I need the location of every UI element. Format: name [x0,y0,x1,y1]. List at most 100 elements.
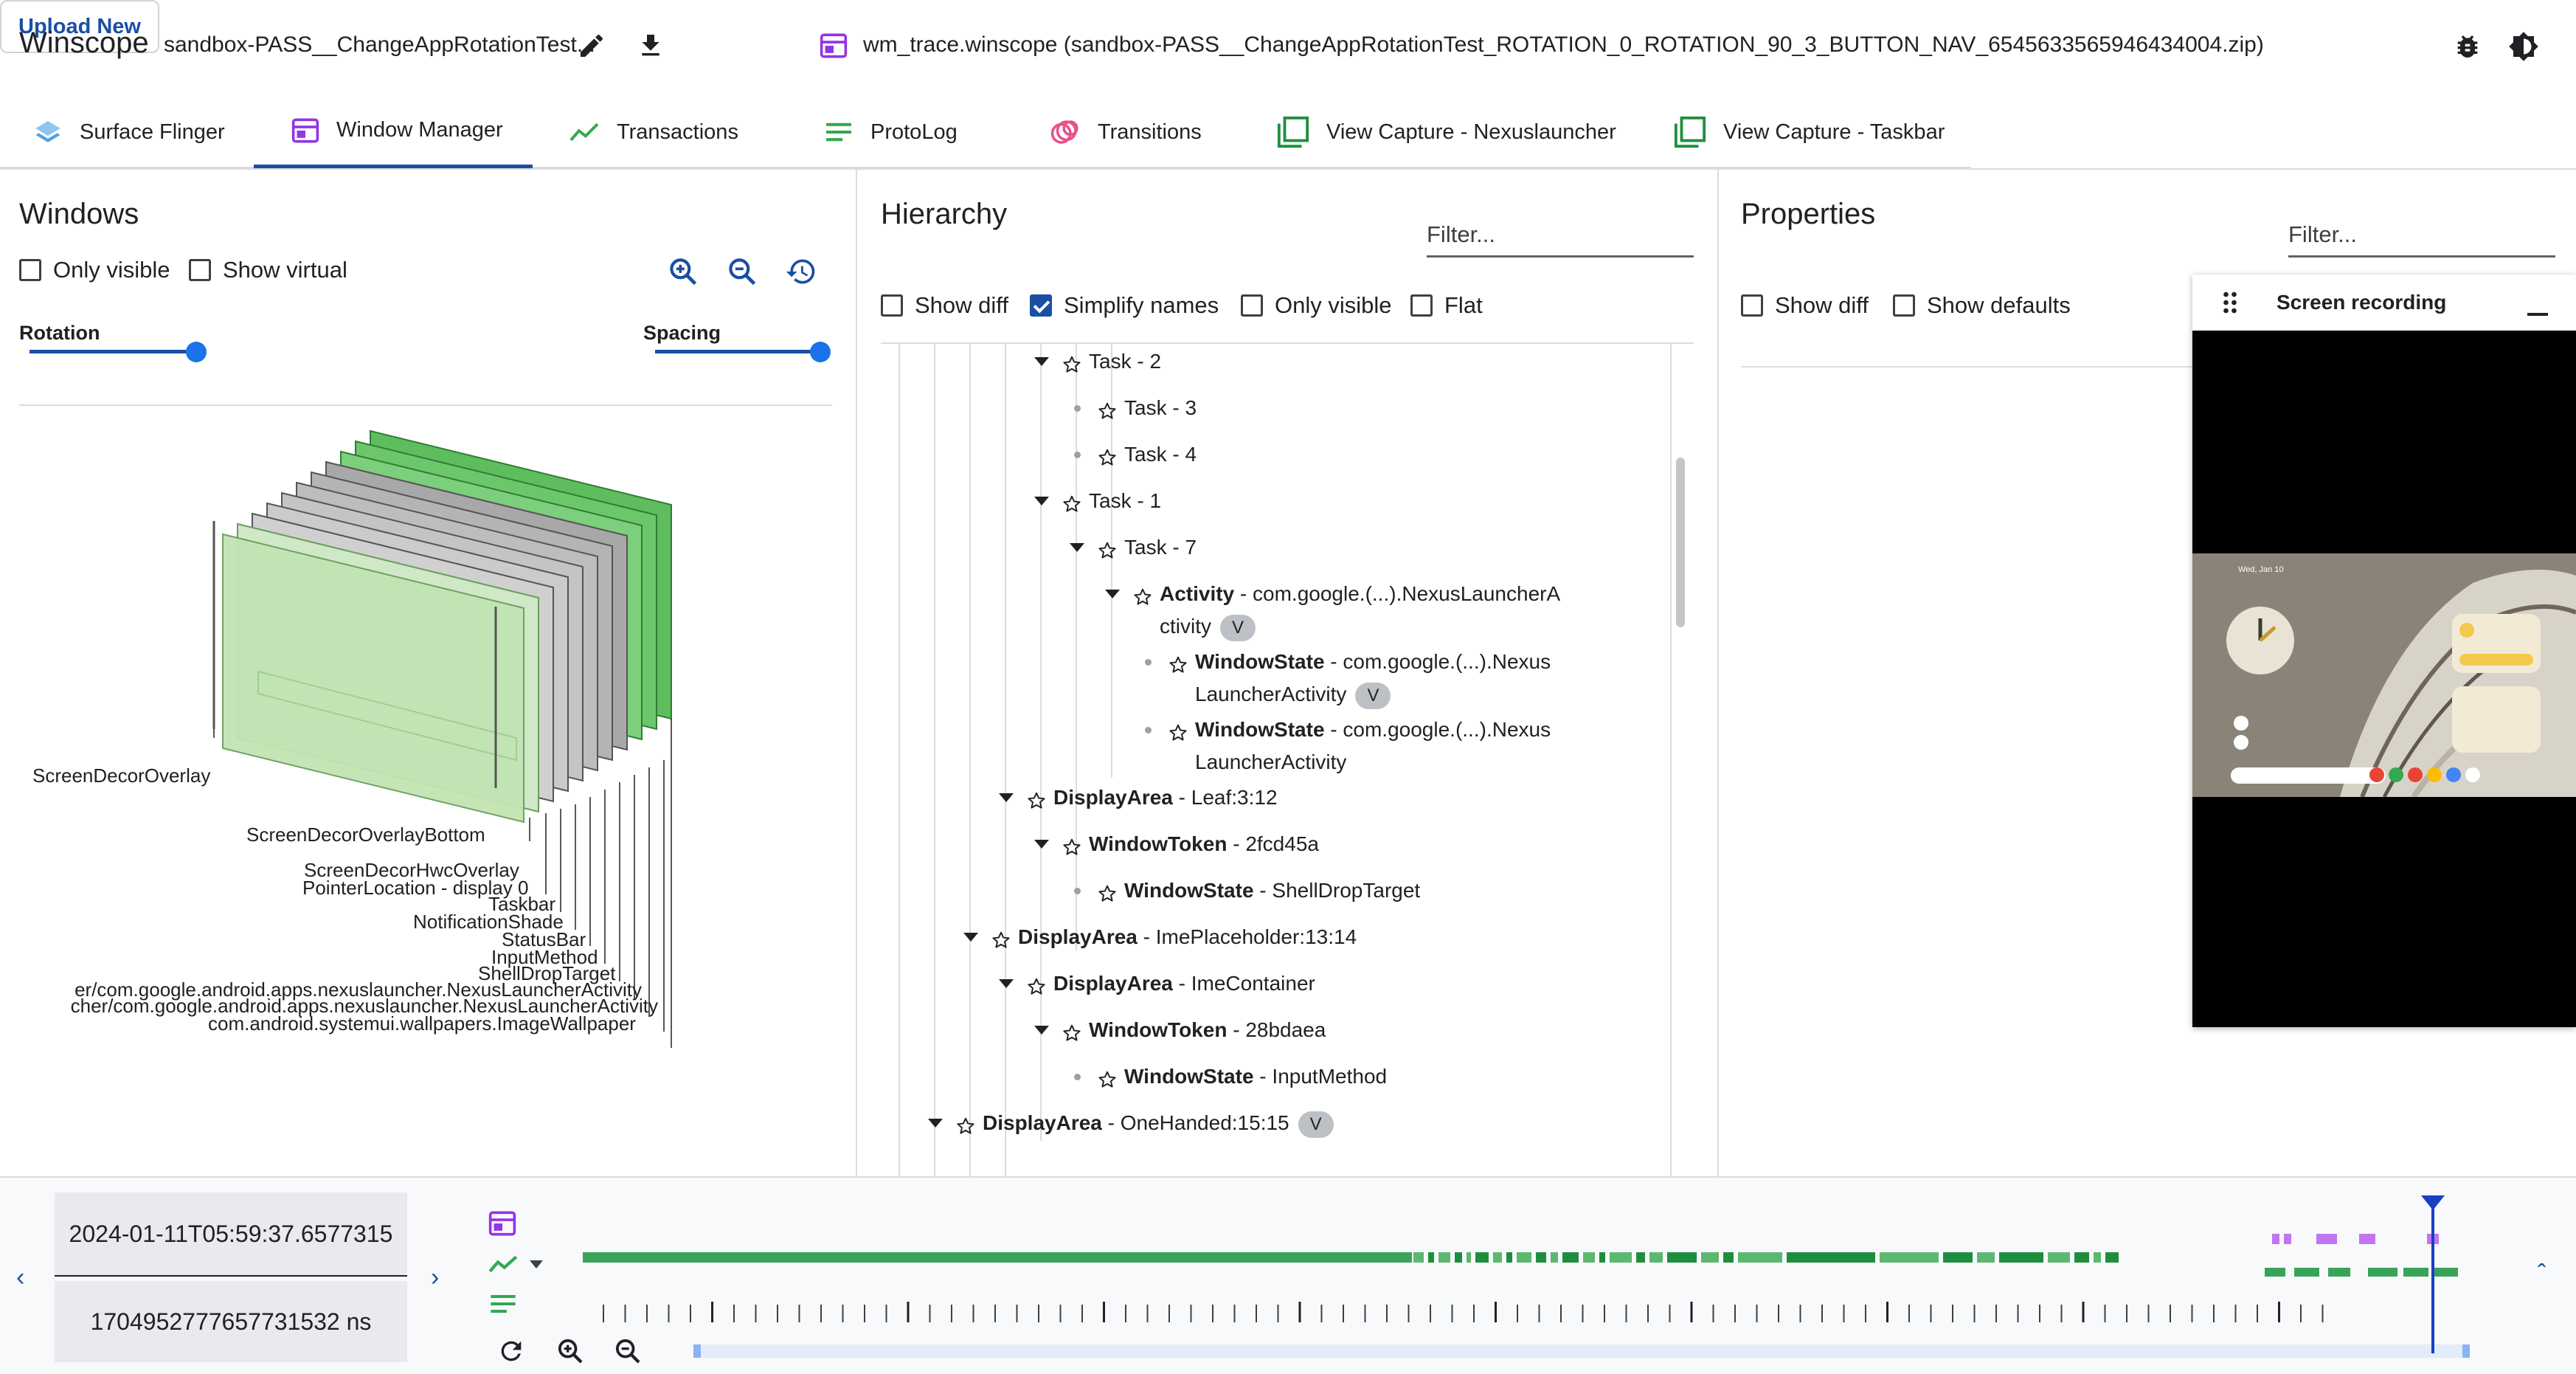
flat-checkbox[interactable]: Flat [1410,292,1483,319]
show-diff-checkbox[interactable]: Show diff [881,292,1008,319]
star-icon[interactable] [1098,537,1117,570]
expand-arrow-icon[interactable] [1033,345,1050,378]
star-icon[interactable] [956,1113,975,1145]
tree-node[interactable]: DisplayArea - ImeContainer [997,967,1315,1006]
bug-icon[interactable] [2451,30,2485,63]
expand-arrow-icon[interactable] [1068,531,1086,564]
tree-node[interactable]: DisplayArea - ImePlaceholder:13:14 [962,921,1357,959]
expand-arrow-icon[interactable] [927,1107,944,1139]
zoom-in-icon[interactable] [553,1334,587,1368]
tree-node[interactable]: Task - 7 [1068,531,1197,570]
tree-node[interactable]: Task - 4 [1068,438,1197,477]
star-icon[interactable] [1062,834,1081,866]
expand-arrow-icon[interactable] [1033,485,1050,517]
tree-node[interactable]: Task - 1 [1033,485,1161,523]
tree-node[interactable]: Activity - com.google.(...).NexusLaunche… [1104,578,1560,643]
star-icon[interactable] [1027,973,1046,1006]
properties-filter-input[interactable]: Filter... [2288,221,2555,258]
show-virtual-checkbox[interactable]: Show virtual [189,257,347,283]
zoom-out-icon[interactable] [611,1334,645,1368]
window-label[interactable]: InputMethod [491,946,598,968]
rect-layer[interactable] [222,533,524,824]
window-label[interactable]: PointerLocation - display 0 [302,877,529,899]
checkbox-box[interactable] [189,259,211,281]
expand-arrow-icon[interactable] [997,967,1015,1000]
only-visible-checkbox[interactable]: Only visible [19,257,170,283]
tab-window-manager[interactable]: Window Manager [254,96,533,168]
star-icon[interactable] [1062,491,1081,523]
expand-arrow-icon[interactable] [962,921,980,953]
next-entry-icon[interactable]: › [431,1263,440,1291]
checkbox-box[interactable] [1741,294,1763,317]
show-defaults-checkbox[interactable]: Show defaults [1893,292,2071,319]
expand-arrow-icon[interactable] [1104,578,1121,610]
rects-3d-view[interactable] [0,413,856,1173]
window-label[interactable]: ScreenDecorOverlay [32,764,211,787]
star-icon[interactable] [1133,584,1152,616]
download-icon[interactable] [634,30,667,62]
pencil-icon[interactable] [575,30,608,62]
checkbox-box[interactable] [1241,294,1263,317]
star-icon[interactable] [1168,719,1188,752]
tree-node[interactable]: WindowState - ShellDropTarget [1068,874,1420,913]
tree-node[interactable]: WindowState - InputMethod [1068,1060,1387,1099]
tab-transactions[interactable]: Transactions [568,96,738,168]
rect-layer[interactable] [257,670,517,762]
star-icon[interactable] [1098,444,1117,477]
spacing-slider-thumb[interactable] [810,342,831,362]
minimize-icon[interactable] [2527,313,2548,316]
prev-entry-icon[interactable]: ‹ [16,1263,25,1291]
zoom-in-icon[interactable] [665,254,701,289]
window-label[interactable]: er/com.google.android.apps.nexuslauncher… [19,978,642,1001]
rotation-slider-thumb[interactable] [186,342,207,362]
tab-view-capture-nexuslauncher[interactable]: View Capture - Nexuslauncher [1276,96,1616,168]
tree-node[interactable]: WindowToken - 2fcd45a [1033,828,1319,866]
hierarchy-filter-input[interactable]: Filter... [1427,221,1694,258]
window-label[interactable]: ScreenDecorOverlayBottom [246,824,485,846]
tree-node[interactable]: WindowToken - 28bdaea [1033,1014,1326,1052]
zoom-out-icon[interactable] [724,254,760,289]
ns-timestamp-input[interactable]: 1704952777657731532 ns [55,1281,407,1362]
window-label[interactable]: ScreenDecorHwcOverlay [304,859,519,881]
reset-zoom-icon[interactable] [494,1334,528,1368]
upload-new-button[interactable]: Upload New [0,0,159,53]
tab-surface-flinger[interactable]: Surface Flinger [32,96,240,168]
only-visible-checkbox[interactable]: Only visible [1241,292,1392,319]
checkbox-box[interactable] [1030,294,1052,317]
reset-view-icon[interactable] [783,254,819,289]
tree-node[interactable]: DisplayArea - Leaf:3:12 [997,781,1278,820]
checkbox-box[interactable] [1410,294,1433,317]
window-label[interactable]: StatusBar [502,928,586,950]
spacing-slider-track[interactable] [655,350,820,353]
tree-node[interactable]: Task - 3 [1068,392,1197,430]
tree-node[interactable]: Task - 2 [1033,345,1161,384]
star-icon[interactable] [991,927,1011,959]
tab-view-capture-taskbar[interactable]: View Capture - Taskbar [1673,96,1945,168]
window-label[interactable]: com.android.systemui.wallpapers.ImageWal… [208,1012,636,1035]
timestamp-input[interactable]: 2024-01-11T05:59:37.6577315 [55,1192,407,1277]
expand-timeline-icon[interactable]: ˆ [2538,1260,2546,1288]
theme-icon[interactable] [2507,30,2541,63]
star-icon[interactable] [1062,1020,1081,1052]
recording-video[interactable]: Wed, Jan 10 [2192,331,2576,1027]
window-label[interactable]: NotificationShade [413,911,564,933]
rotation-slider-track[interactable] [30,350,196,353]
window-label[interactable]: cher/com.google.android.apps.nexuslaunch… [19,995,658,1018]
star-icon[interactable] [1168,652,1188,684]
screen-recording-overlay[interactable]: Screen recording Wed [2192,275,2576,1027]
trace-dropdown-arrow-icon[interactable] [530,1260,543,1268]
expand-arrow-icon[interactable] [997,781,1015,814]
simplify-names-checkbox[interactable]: Simplify names [1030,292,1219,319]
hierarchy-scrollbar[interactable] [1676,458,1685,627]
star-icon[interactable] [1027,787,1046,820]
expand-arrow-icon[interactable] [1033,828,1050,860]
star-icon[interactable] [1098,398,1117,430]
checkbox-box[interactable] [881,294,903,317]
drag-handle-icon[interactable] [2219,289,2241,316]
tab-transitions[interactable]: Transitions [1049,96,1202,168]
checkbox-box[interactable] [19,259,41,281]
show-diff-checkbox[interactable]: Show diff [1741,292,1869,319]
window-label[interactable]: ShellDropTarget [478,962,616,984]
